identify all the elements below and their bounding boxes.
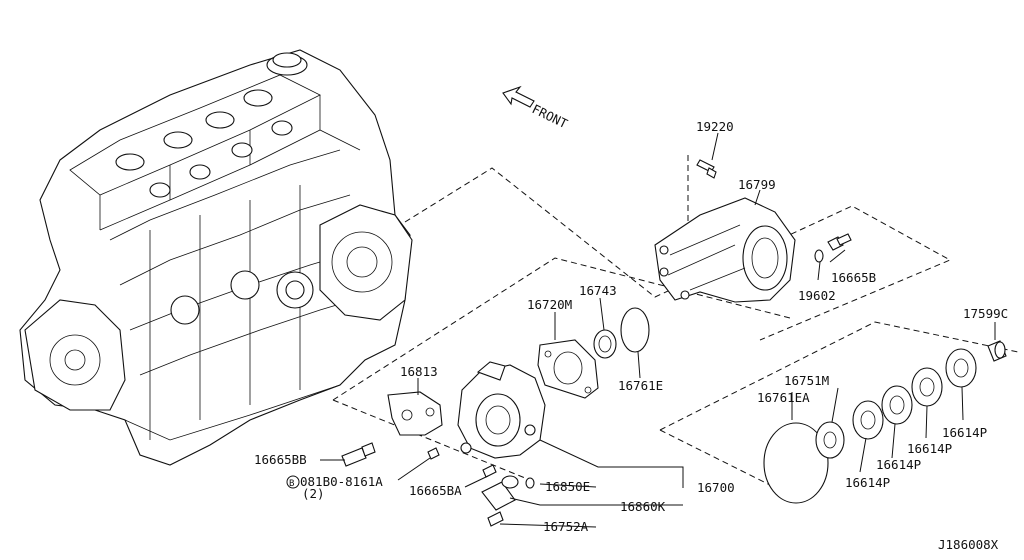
bracket-16813 [387,391,443,436]
label-16761e: 16761E [618,378,663,393]
shim-16614p-2 [881,385,913,425]
label-16752a: 16752A [543,519,589,534]
o-ring-16850e [525,477,535,489]
label-19220: 19220 [696,119,734,134]
label-16614p-4: 16614P [942,425,987,440]
label-081b0-8161a-group: B 081B0-8161A (2) [286,474,383,501]
sensor-16860k [481,475,519,511]
label-16761ea: 16761EA [757,390,810,405]
adaptor-16720m [537,339,599,399]
label-16799: 16799 [738,177,776,192]
shim-16614p-1 [852,400,884,440]
label-16700: 16700 [697,480,735,495]
leader-lines [320,132,996,528]
label-17599c: 17599C [963,306,1008,321]
bolt-19220 [696,159,717,179]
front-arrow-icon [502,85,535,108]
front-direction-indicator: FRONT [502,85,571,131]
seal-16743 [593,329,617,359]
label-16665bb: 16665BB [254,452,307,467]
label-16614p-2: 16614P [876,457,921,472]
rotor-16751m [815,421,845,459]
bolt-16665ba [482,464,497,478]
label-081b0-prefix: B [289,479,294,489]
label-16743: 16743 [579,283,617,298]
front-label: FRONT [530,101,571,131]
label-16813: 16813 [400,364,438,379]
label-16665ba: 16665BA [409,483,462,498]
label-16850e: 16850E [545,479,590,494]
bolt-16665bb [341,442,376,467]
label-16751m: 16751M [784,373,829,388]
assembly-outlines [332,155,1019,491]
label-081b0-qty: (2) [302,486,325,501]
o-ring-16761e [620,307,650,353]
shim-16614p-4 [945,348,977,388]
drawing-id: J186008X [938,537,999,552]
shim-16614p-3 [911,367,943,407]
bolt-prefix-circle-icon [286,475,300,489]
o-ring-16761ea [763,422,829,504]
label-081b0-8161a: 081B0-8161A [300,474,383,489]
label-16860k: 16860K [620,499,666,514]
bolt-16752a [487,511,504,527]
label-19602: 19602 [798,288,836,303]
o-ring-19602 [814,249,824,263]
bolt-16665b [827,233,852,251]
label-16665b: 16665B [831,270,876,285]
label-16614p-3: 16614P [907,441,952,456]
part-labels: 19220 16799 16665B 19602 16743 16720M 16… [254,119,1008,552]
label-16720m: 16720M [527,297,572,312]
pump-16700 [457,361,546,459]
engine-block [19,49,413,466]
bracket-16799 [654,197,796,303]
label-16614p-1: 16614P [845,475,890,490]
bushing-17599c [987,340,1007,362]
bolt-081b0-8161a [427,447,440,460]
